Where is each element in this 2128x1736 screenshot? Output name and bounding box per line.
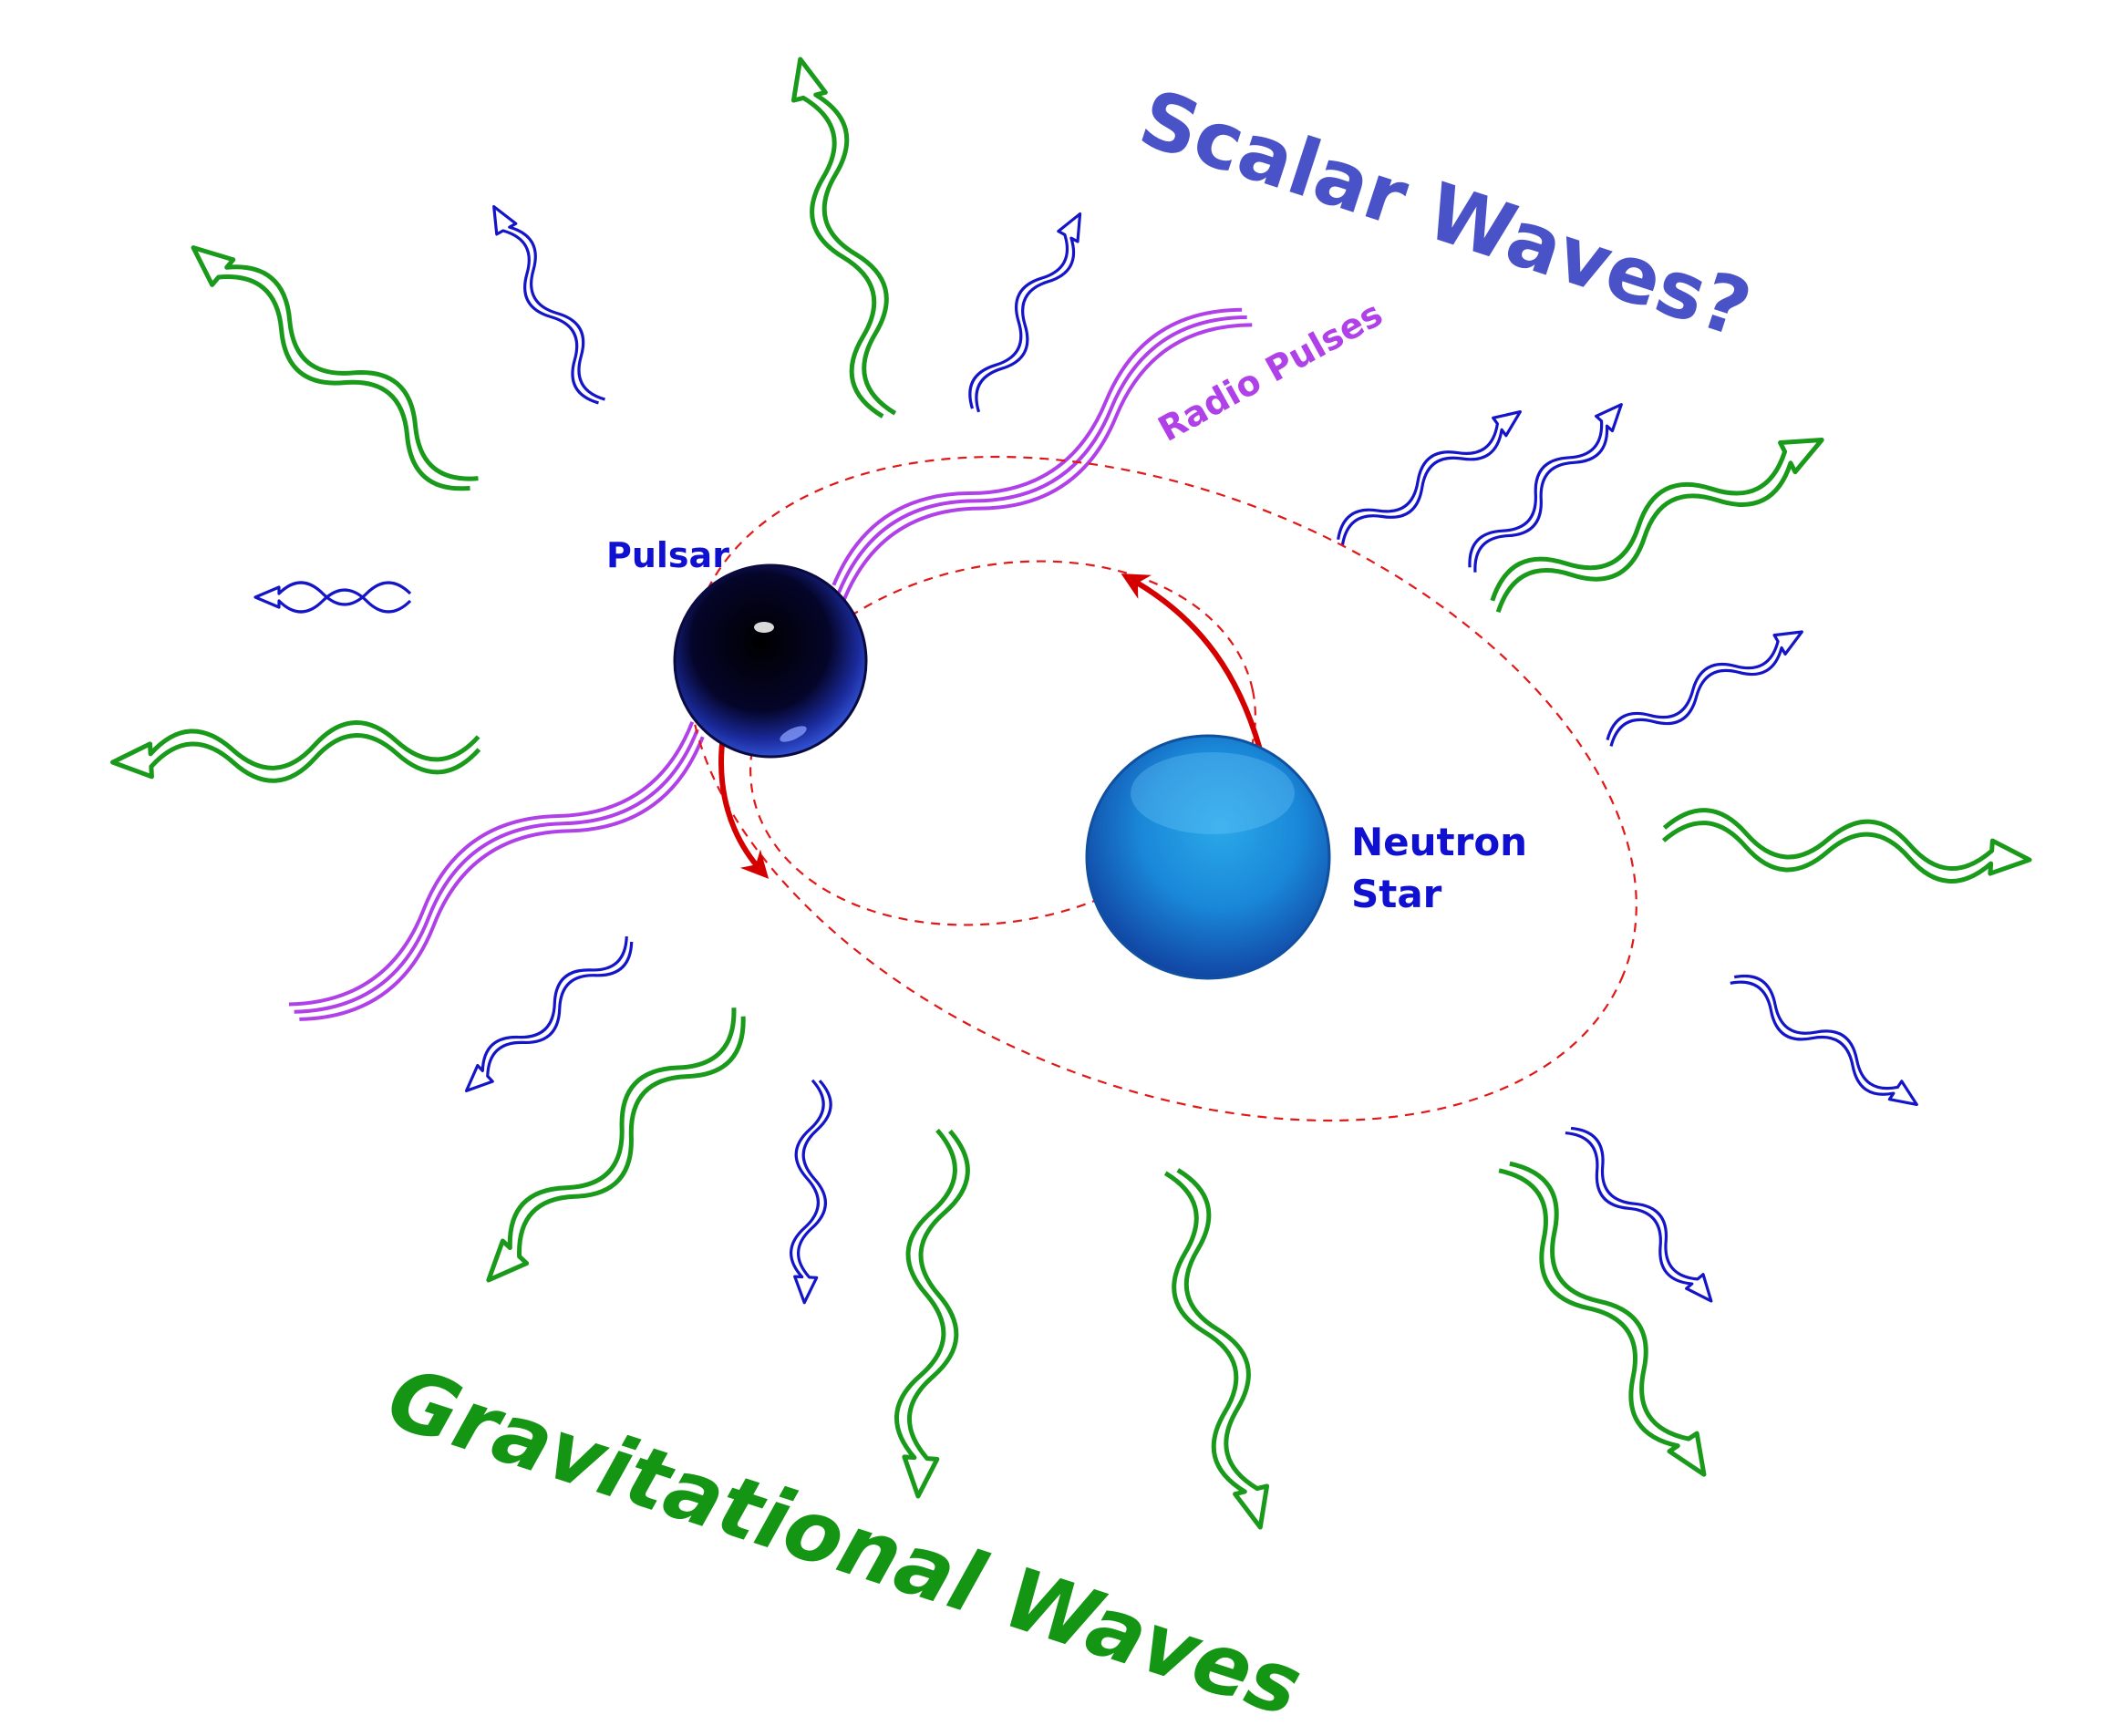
gw-arrow-lower-left <box>469 994 758 1298</box>
sw-arrow-8 <box>787 1078 834 1306</box>
gw-arrow-upper-left <box>176 227 491 504</box>
radio-beam-upper <box>816 284 1270 625</box>
gw-arrow-right <box>1662 808 2031 887</box>
sw-arrow-6 <box>253 581 412 614</box>
sw-arrow-7 <box>454 925 642 1104</box>
scalar-waves-title: Scalar Waves? <box>1130 73 1761 356</box>
gravitational-waves-title: Gravitational Waves <box>377 1348 1313 1736</box>
gw-arrow-down-1 <box>892 1129 971 1498</box>
sw-arrow-1 <box>478 197 617 411</box>
sw-arrow-4 <box>1459 392 1635 583</box>
pulsar-highlight <box>754 622 774 633</box>
gw-arrow-left <box>111 717 480 790</box>
pulsar-sphere <box>673 563 868 759</box>
gw-arrow-up <box>774 53 915 421</box>
pulsar-label: Pulsar <box>606 535 729 575</box>
pulsar-reflection <box>780 726 807 742</box>
neutron-star <box>1085 734 1331 980</box>
neutron-star-label-line2: Star <box>1351 872 1442 916</box>
neutron-star-highlight <box>1131 752 1295 834</box>
gw-arrow-down-2 <box>1145 1165 1286 1534</box>
neutron-star-orbit <box>749 560 1256 926</box>
gw-arrow-lower-right <box>1482 1152 1726 1489</box>
radio-beam-lower <box>271 698 720 1044</box>
neutron-star-sphere <box>1085 734 1331 980</box>
pulsar <box>673 563 868 759</box>
sw-arrow-9 <box>1721 965 1927 1120</box>
neutron-motion-arrow <box>1121 574 1263 750</box>
sw-arrow-10 <box>1554 1119 1725 1313</box>
scalar-wave-arrows <box>253 197 1927 1313</box>
sw-arrow-5 <box>1599 616 1812 759</box>
neutron-star-label-line1: Neutron <box>1351 820 1527 864</box>
sw-arrow-2 <box>959 204 1096 419</box>
